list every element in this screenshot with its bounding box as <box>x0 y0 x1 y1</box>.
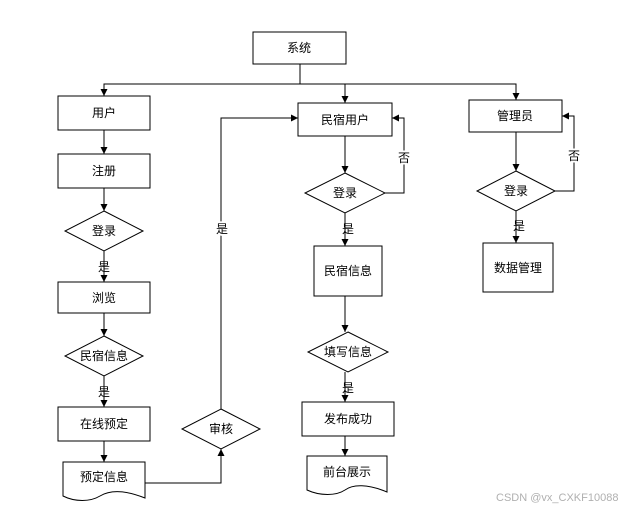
homestay-check-decision <box>63 335 145 377</box>
system-box <box>252 31 347 65</box>
booking-info-document <box>62 461 146 501</box>
edge-system-to-host-user <box>300 83 349 103</box>
watermark: CSDN @vx_CXKF10088 <box>496 492 619 504</box>
label-admin-login-no: 否 <box>568 149 580 163</box>
browse-box <box>57 281 151 314</box>
online-booking-label: 在线预定 <box>80 416 128 431</box>
edge-labels: 是 是 是 是 否 是 是 否 <box>98 147 582 399</box>
label-review-yes: 是 <box>216 222 228 236</box>
frontend-display-document <box>306 455 388 495</box>
publish-success-label: 发布成功 <box>324 411 372 426</box>
frontend-display-label: 前台展示 <box>323 464 371 479</box>
edge-admin-login-no <box>555 112 575 192</box>
publish-success-box <box>301 401 395 437</box>
user-label: 用户 <box>92 105 116 120</box>
fill-info-decision <box>306 331 390 373</box>
admin-box <box>468 99 563 133</box>
homestay-info-label: 民宿信息 <box>324 263 372 278</box>
host-login-label: 登录 <box>333 185 357 200</box>
edge-system-to-admin <box>345 83 520 100</box>
browse-label: 浏览 <box>92 290 116 305</box>
user-box <box>57 95 151 131</box>
label-admin-login-yes: 是 <box>513 219 525 233</box>
nodes: 系统 用户 注册 登录 浏览 民宿信息 在线预定 预定信息 审核 民宿用户 登录… <box>57 31 563 501</box>
label-host-login-no: 否 <box>398 151 410 165</box>
review-decision <box>180 408 262 450</box>
admin-label: 管理员 <box>497 108 533 123</box>
edge-system-to-user <box>100 64 301 96</box>
data-management-label: 数据管理 <box>494 260 542 275</box>
booking-info-label: 预定信息 <box>80 469 128 484</box>
edge-host-login-no <box>385 114 405 194</box>
edges <box>100 64 575 484</box>
edge-booking-info-to-review <box>145 449 225 484</box>
fill-info-label: 填写信息 <box>324 344 372 359</box>
system-label: 系统 <box>287 41 311 55</box>
host-login-decision <box>303 172 387 214</box>
label-host-login-yes: 是 <box>342 222 354 236</box>
register-label: 注册 <box>92 163 116 178</box>
user-login-label: 登录 <box>92 223 116 238</box>
label-homestay-check-yes: 是 <box>98 385 110 399</box>
review-label: 审核 <box>209 421 233 436</box>
data-management-box <box>482 242 554 293</box>
label-fill-info-yes: 是 <box>342 381 354 395</box>
admin-login-decision <box>475 170 557 212</box>
edge-review-to-host-user <box>220 114 298 409</box>
host-user-label: 民宿用户 <box>321 112 369 127</box>
homestay-info-box <box>313 245 383 297</box>
admin-login-label: 登录 <box>504 183 528 198</box>
label-user-login-yes: 是 <box>98 260 110 274</box>
host-user-box <box>297 102 393 137</box>
register-box <box>57 153 151 189</box>
homestay-check-label: 民宿信息 <box>80 348 128 363</box>
online-booking-box <box>57 406 151 442</box>
user-login-decision <box>63 210 145 252</box>
